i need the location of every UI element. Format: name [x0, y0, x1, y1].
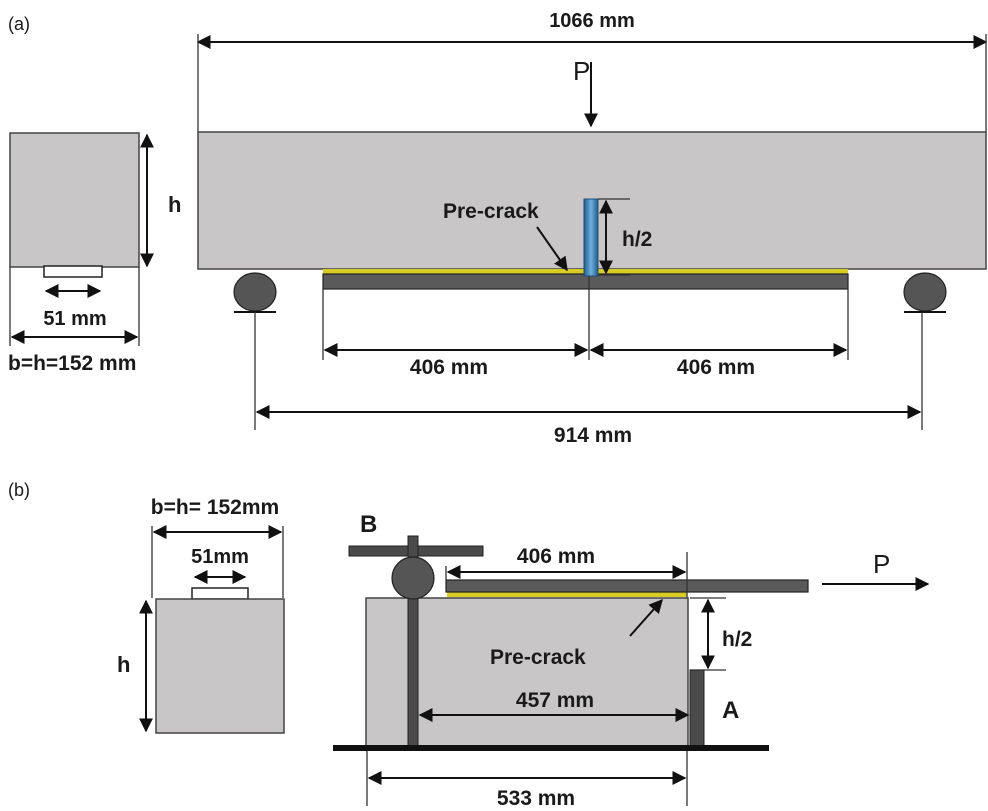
half-depth-label-a: h/2 — [622, 228, 652, 251]
panel-b-label: (b) — [8, 480, 30, 500]
support-a-post — [689, 669, 705, 749]
cross-section-bond-plate-b — [191, 587, 249, 600]
section-depth-label-b: h — [117, 652, 130, 677]
left-support-roller — [233, 272, 277, 312]
bond-width-label-b: 51mm — [191, 546, 249, 568]
cross-section-bond-plate-a — [43, 265, 103, 278]
load-label-a: P — [573, 56, 590, 86]
cross-section-a — [9, 132, 140, 268]
precrack-label-b: Pre-crack — [490, 646, 586, 669]
bond-right-label: 406 mm — [677, 356, 755, 379]
inner-length-label: 457 mm — [516, 689, 594, 712]
base-plate — [333, 745, 769, 751]
frp-plate-b — [445, 579, 809, 593]
bond-layer-b — [447, 592, 687, 597]
total-length-label: 1066 mm — [549, 10, 635, 32]
block-length-label: 533 mm — [497, 787, 575, 810]
bond-left-label: 406 mm — [410, 356, 488, 379]
section-size-label-b: b=h= 152mm — [151, 496, 279, 519]
cross-section-b — [155, 598, 285, 734]
right-support-roller — [903, 272, 947, 312]
panel-a-label: (a) — [8, 14, 30, 34]
section-size-label-a: b=h=152 mm — [8, 352, 136, 375]
precrack-leader-a — [536, 226, 568, 272]
panel-a: (a) 1066 mm P h 51 mm b=h=152 mm h/2 Pre… — [8, 10, 988, 447]
precrack-label-a: Pre-crack — [443, 200, 539, 223]
frame-roller — [391, 556, 435, 600]
section-depth-label: h — [168, 192, 181, 217]
precrack-leader-b — [629, 598, 663, 637]
support-b-label: B — [360, 511, 377, 538]
support-a-label: A — [722, 697, 739, 724]
panel-b: (b) b=h= 152mm 51mm h B 406 mm P — [8, 480, 930, 810]
bond-width-label-a: 51 mm — [43, 308, 106, 330]
bond-length-label-b: 406 mm — [517, 545, 595, 568]
half-depth-label-b: h/2 — [722, 628, 752, 651]
precrack-notch-a — [583, 198, 599, 277]
span-label: 914 mm — [554, 424, 632, 447]
load-label-b: P — [873, 549, 890, 579]
